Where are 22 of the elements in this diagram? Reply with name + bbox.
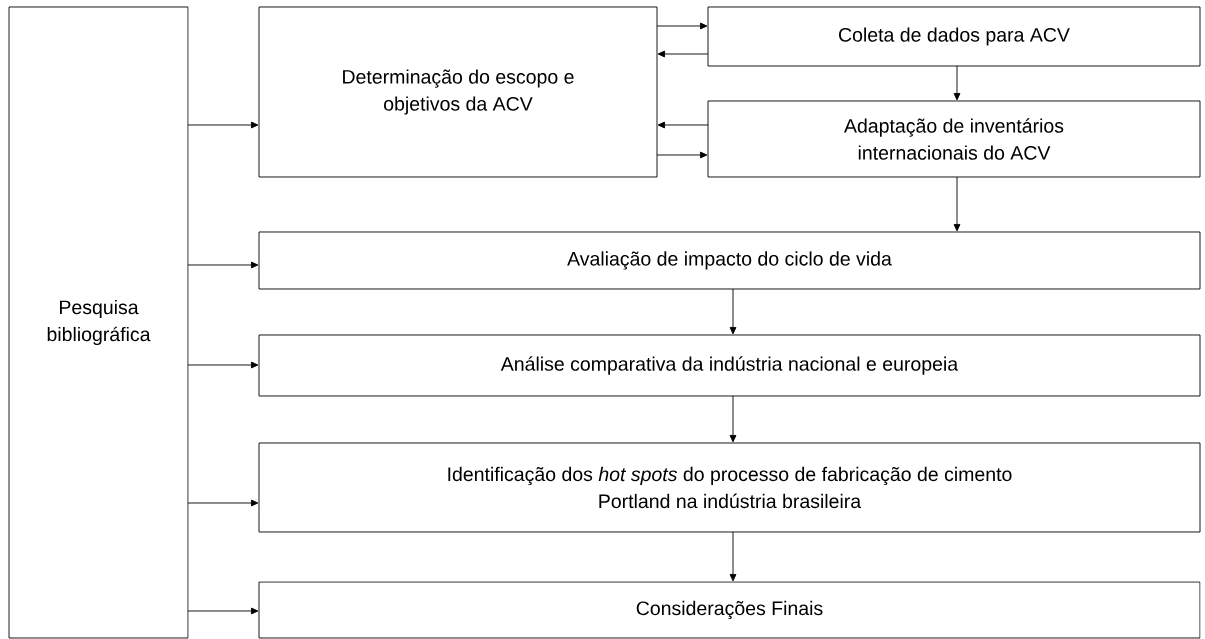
arrow bbox=[657, 121, 709, 129]
arrow bbox=[187, 121, 259, 129]
arrow bbox=[187, 261, 259, 269]
arrow bbox=[187, 499, 259, 507]
process-box: Avaliação de impacto do ciclo de vida bbox=[258, 231, 1201, 290]
arrow bbox=[656, 151, 708, 159]
process-box: Determinação do escopo e objetivos da ACV bbox=[258, 6, 658, 178]
process-box: Adaptação de inventários internacionais do ACV bbox=[707, 100, 1201, 178]
arrow bbox=[729, 395, 737, 443]
process-box: Análise comparativa da indústria nacional e europeia bbox=[258, 334, 1201, 397]
arrow bbox=[656, 22, 708, 30]
process-box: Pesquisa bibliográfica bbox=[8, 6, 189, 639]
arrow bbox=[187, 607, 259, 615]
process-box: Considerações Finais bbox=[258, 581, 1201, 639]
arrow bbox=[953, 65, 961, 101]
process-box: Identificação dos hot spots do processo de fabricação de cimento Portland na indústria brasileira bbox=[258, 442, 1201, 533]
arrow bbox=[729, 288, 737, 335]
process-box: Coleta de dados para ACV bbox=[707, 6, 1201, 67]
arrow bbox=[729, 531, 737, 582]
arrow bbox=[187, 361, 259, 369]
arrow bbox=[657, 50, 709, 58]
arrow bbox=[953, 176, 961, 232]
